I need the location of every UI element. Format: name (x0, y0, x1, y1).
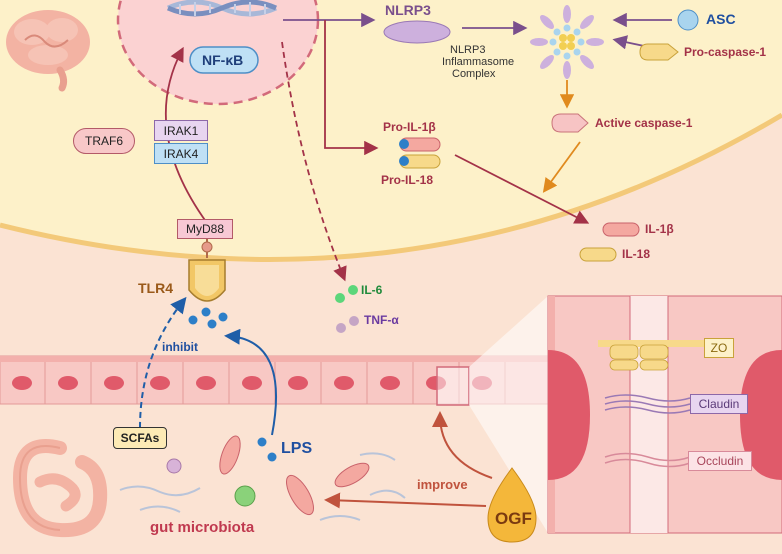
lps-label: LPS (281, 440, 313, 457)
pro-caspase-label: Pro-caspase-1 (684, 45, 767, 59)
nfkb-box (189, 46, 259, 74)
traf6-badge: TRAF6 (73, 128, 135, 154)
tlr4-receptor-icon (188, 238, 226, 302)
tnfa-dot (349, 316, 359, 326)
il1b-icon (602, 222, 640, 237)
junction-highlight-box (436, 366, 470, 406)
zo-badge: ZO (704, 338, 734, 358)
complex-label-line2: Inflammasome (442, 56, 515, 68)
brain-icon (6, 10, 90, 92)
intestine-icon (12, 439, 108, 538)
myd88-badge: MyD88 (177, 219, 233, 239)
il6-dot (335, 293, 345, 303)
irak4-badge: IRAK4 (154, 143, 208, 164)
nlrp3-label: NLRP3 (385, 2, 431, 18)
complex-label-line1: NLRP3 (450, 44, 486, 56)
ogf-label: OGF (495, 509, 532, 528)
occludin-badge: Occludin (688, 451, 752, 471)
ogf-drop-icon (487, 467, 537, 543)
pro-il1b-icon (399, 137, 441, 152)
inhibit-label: inhibit (162, 340, 198, 354)
il18-icon (579, 247, 617, 262)
gut-microbiota-label: gut microbiota (150, 519, 255, 536)
il18-label: IL-18 (622, 247, 651, 261)
active-caspase-icon (551, 113, 589, 133)
asc-label: ASC (706, 11, 736, 27)
pro-caspase-icon (639, 43, 679, 61)
tnfa-label: TNF-α (364, 313, 399, 327)
dna-icon (166, 0, 278, 17)
tnfa-dot (336, 323, 346, 333)
pro-il18-label: Pro-IL-18 (381, 173, 434, 187)
inflammasome-complex-icon (530, 5, 604, 79)
tight-junction-panel (547, 295, 782, 534)
tlr4-label: TLR4 (138, 280, 173, 296)
nlrp3-shape (383, 20, 451, 44)
il1b-label: IL-1β (645, 222, 674, 236)
claudin-badge: Claudin (690, 394, 748, 414)
cell-membrane (0, 112, 782, 262)
bacteria-cluster (119, 435, 406, 521)
irak1-badge: IRAK1 (154, 120, 208, 141)
complex-label-line3: Complex (452, 68, 496, 80)
asc-icon (677, 9, 699, 31)
zoom-cone (469, 296, 548, 533)
pro-il18-icon (399, 154, 441, 169)
improve-label: improve (417, 477, 468, 492)
il6-dot (348, 285, 358, 295)
active-caspase-label: Active caspase-1 (595, 116, 693, 130)
nfkb-label: NF-κB (202, 52, 244, 68)
pro-il1b-label: Pro-IL-1β (383, 120, 436, 134)
scfas-badge: SCFAs (113, 427, 167, 449)
il6-label: IL-6 (361, 283, 383, 297)
